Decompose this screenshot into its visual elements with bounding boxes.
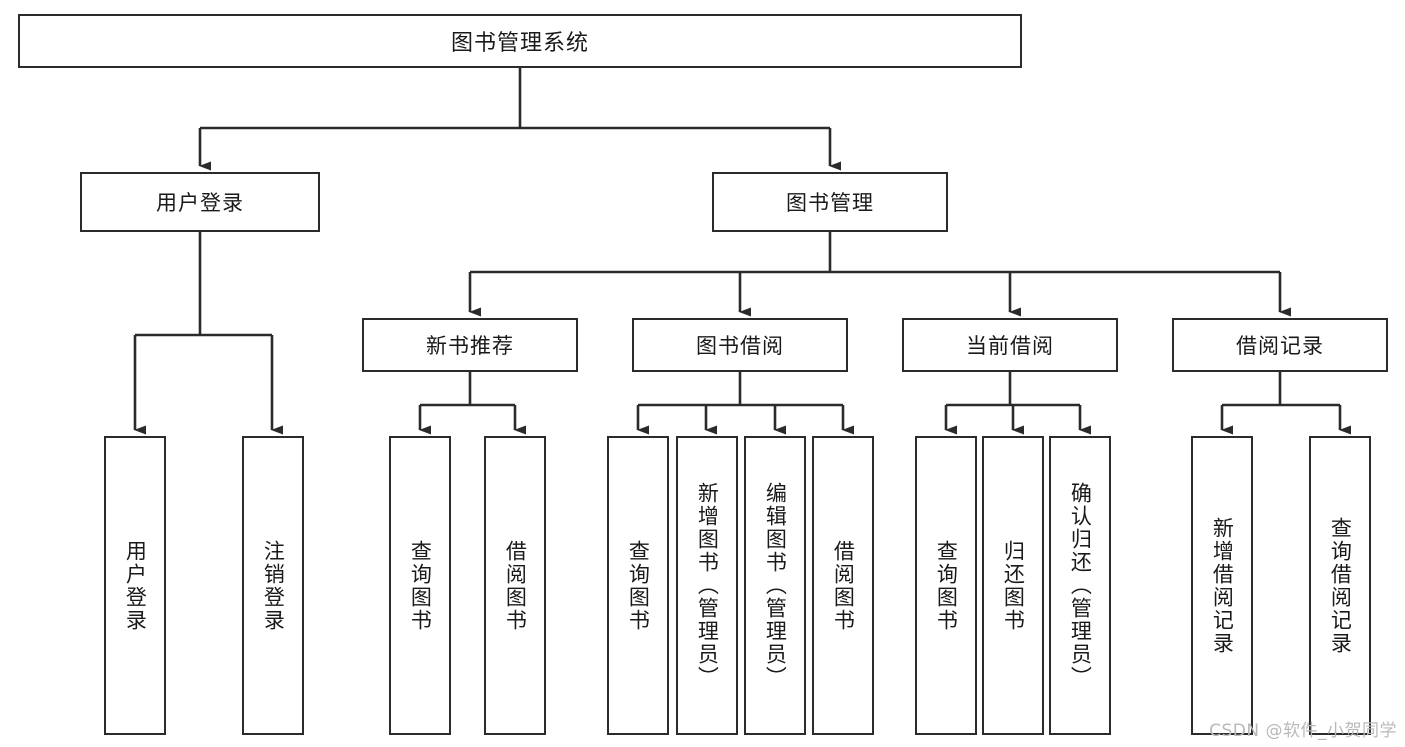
leaf-current-query-book-label: 查询图书 — [934, 539, 959, 632]
leaf-current-confirm-return-admin[interactable]: 确认归还（管理员） — [1049, 436, 1111, 735]
leaf-user-login[interactable]: 用户登录 — [104, 436, 166, 735]
leaf-borrow-query-book[interactable]: 查询图书 — [607, 436, 669, 735]
leaf-logout[interactable]: 注销登录 — [242, 436, 304, 735]
leaf-borrow-add-book-admin-label: 新增图书（管理员） — [695, 482, 720, 689]
leaf-recommend-borrow-book-label: 借阅图书 — [503, 539, 528, 632]
node-root-label: 图书管理系统 — [450, 31, 589, 56]
node-book-borrow-label: 图书借阅 — [696, 334, 784, 358]
node-borrow-record[interactable]: 借阅记录 — [1172, 318, 1388, 372]
leaf-recommend-borrow-book[interactable]: 借阅图书 — [484, 436, 546, 735]
leaf-recommend-query-book-label: 查询图书 — [408, 539, 433, 632]
node-current-borrow[interactable]: 当前借阅 — [902, 318, 1118, 372]
leaf-recommend-query-book[interactable]: 查询图书 — [389, 436, 451, 735]
leaf-borrow-add-book-admin[interactable]: 新增图书（管理员） — [676, 436, 738, 735]
node-root[interactable]: 图书管理系统 — [18, 14, 1022, 68]
leaf-borrow-query-book-label: 查询图书 — [626, 539, 651, 632]
node-user-login[interactable]: 用户登录 — [80, 172, 320, 232]
csdn-watermark: CSDN @软件_小贺同学 — [1209, 721, 1397, 741]
leaf-borrow-borrow-book-label: 借阅图书 — [831, 539, 856, 632]
leaf-record-add-record[interactable]: 新增借阅记录 — [1191, 436, 1253, 735]
node-borrow-record-label: 借阅记录 — [1236, 334, 1324, 358]
node-new-book-recommend-label: 新书推荐 — [426, 334, 514, 358]
node-book-management-label: 图书管理 — [786, 191, 874, 215]
leaf-record-add-record-label: 新增借阅记录 — [1210, 516, 1235, 655]
leaf-current-return-book-label: 归还图书 — [1001, 539, 1026, 632]
leaf-record-query-record[interactable]: 查询借阅记录 — [1309, 436, 1371, 735]
leaf-borrow-borrow-book[interactable]: 借阅图书 — [812, 436, 874, 735]
leaf-current-query-book[interactable]: 查询图书 — [915, 436, 977, 735]
leaf-current-return-book[interactable]: 归还图书 — [982, 436, 1044, 735]
leaf-borrow-edit-book-admin[interactable]: 编辑图书（管理员） — [744, 436, 806, 735]
leaf-user-login-label: 用户登录 — [123, 539, 148, 632]
leaf-logout-label: 注销登录 — [261, 539, 286, 632]
node-book-borrow[interactable]: 图书借阅 — [632, 318, 848, 372]
node-book-management[interactable]: 图书管理 — [712, 172, 948, 232]
leaf-borrow-edit-book-admin-label: 编辑图书（管理员） — [763, 482, 788, 689]
node-new-book-recommend[interactable]: 新书推荐 — [362, 318, 578, 372]
leaf-record-query-record-label: 查询借阅记录 — [1328, 516, 1353, 655]
node-current-borrow-label: 当前借阅 — [966, 334, 1054, 358]
node-user-login-label: 用户登录 — [156, 191, 244, 215]
leaf-current-confirm-return-admin-label: 确认归还（管理员） — [1068, 482, 1093, 689]
